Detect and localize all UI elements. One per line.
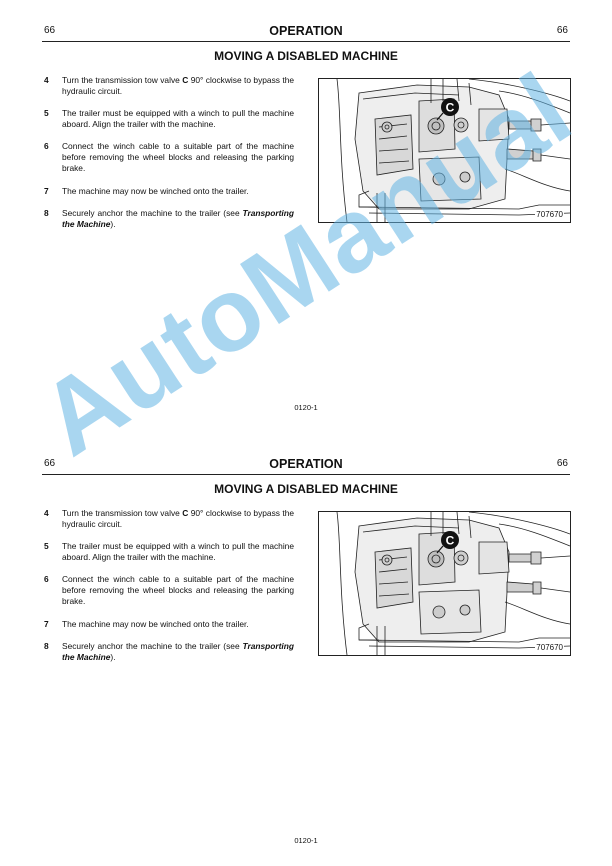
header-title: OPERATION <box>269 457 343 471</box>
valve-label: C <box>182 508 189 518</box>
step-number: 7 <box>44 619 49 629</box>
figure-code: 707670 <box>535 643 564 652</box>
cross-reference: Transporting the Machine <box>62 641 294 662</box>
transmission-figure: C 707670 <box>318 511 571 656</box>
step-number: 6 <box>44 574 49 584</box>
step-text: Securely anchor the machine to the trail… <box>62 208 294 229</box>
transmission-drawing: C <box>336 79 570 222</box>
page-number-right: 66 <box>556 25 568 36</box>
page-number-left: 66 <box>44 25 56 36</box>
step-text: Connect the winch cable to a suitable pa… <box>62 141 294 173</box>
step-number: 5 <box>44 108 49 118</box>
step-number: 8 <box>44 641 49 651</box>
page-number-right: 66 <box>556 458 568 469</box>
step-number: 8 <box>44 208 49 218</box>
transmission-figure: C 707670 <box>318 78 571 223</box>
step-number: 4 <box>44 508 49 518</box>
valve-label: C <box>182 75 189 85</box>
page-number-left: 66 <box>44 458 56 469</box>
step-text: Turn the transmission tow valve C 90° cl… <box>62 508 295 529</box>
step-text: Turn the transmission tow valve C 90° cl… <box>62 75 295 96</box>
transmission-drawing: C <box>336 512 570 655</box>
step-number: 4 <box>44 75 49 85</box>
header-rule <box>42 474 570 475</box>
cross-reference: Transporting the Machine <box>62 208 294 229</box>
step-number: 6 <box>44 141 49 151</box>
step-text: The trailer must be equipped with a winc… <box>62 108 294 129</box>
step-text: Connect the winch cable to a suitable pa… <box>62 574 294 606</box>
page-footer: 0120-1 <box>294 836 318 845</box>
manual-page-bottom: 66 OPERATION 66 MOVING A DISABLED MACHIN… <box>0 433 612 866</box>
header-title: OPERATION <box>269 24 343 38</box>
step-number: 5 <box>44 541 49 551</box>
callout-c: C <box>446 534 455 548</box>
step-text: The machine may now be winched onto the … <box>62 619 249 629</box>
section-title: MOVING A DISABLED MACHINE <box>214 482 398 496</box>
manual-page-top: 66 OPERATION 66 MOVING A DISABLED MACHIN… <box>42 24 571 412</box>
figure-code: 707670 <box>535 210 564 219</box>
step-text: Securely anchor the machine to the trail… <box>62 641 294 662</box>
header-rule <box>42 41 570 42</box>
section-title: MOVING A DISABLED MACHINE <box>214 49 398 63</box>
callout-c: C <box>446 101 455 115</box>
step-text: The trailer must be equipped with a winc… <box>62 541 294 562</box>
step-text: The machine may now be winched onto the … <box>62 186 249 196</box>
step-number: 7 <box>44 186 49 196</box>
page-footer: 0120-1 <box>294 403 318 412</box>
